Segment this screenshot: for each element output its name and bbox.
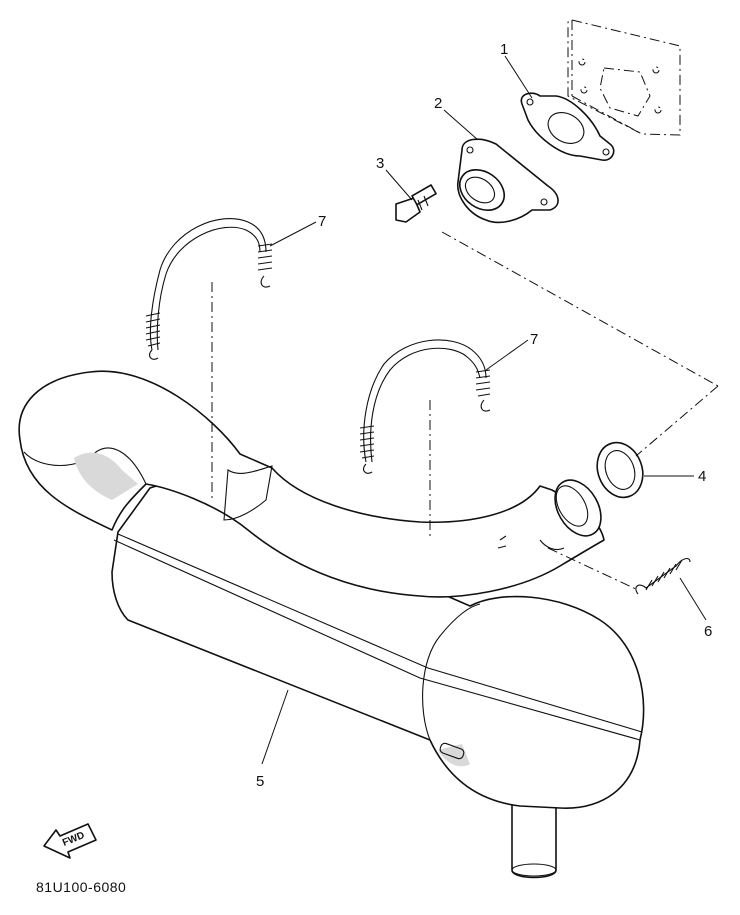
callout-5: 5 [256,773,264,790]
alignment-lines [211,231,719,591]
forward-arrow-icon: FWD [43,823,97,859]
ring-gasket-part-4 [596,441,644,499]
cylinder-flange-reference [567,19,681,136]
exhaust-joint-part-2 [457,138,559,224]
callout-4: 4 [698,468,706,485]
spring-part-6 [635,557,691,595]
leader-lines [261,55,707,765]
callout-1: 1 [500,41,508,58]
spring-part-7-lower [359,339,491,474]
callout-labels: 1 2 3 4 5 6 7 7 [256,41,712,790]
callout-7-upper: 7 [318,213,326,230]
callout-2: 2 [434,95,442,112]
callout-3: 3 [376,155,384,172]
callout-6: 6 [704,623,712,640]
callout-7-lower: 7 [530,331,538,348]
gasket-part-1 [520,92,615,161]
bolt-part-3 [395,184,437,223]
figure-code: 81U100-6080 [36,879,126,895]
spring-part-7-upper [145,218,273,360]
muffler-assembly-part-5 [18,370,645,879]
